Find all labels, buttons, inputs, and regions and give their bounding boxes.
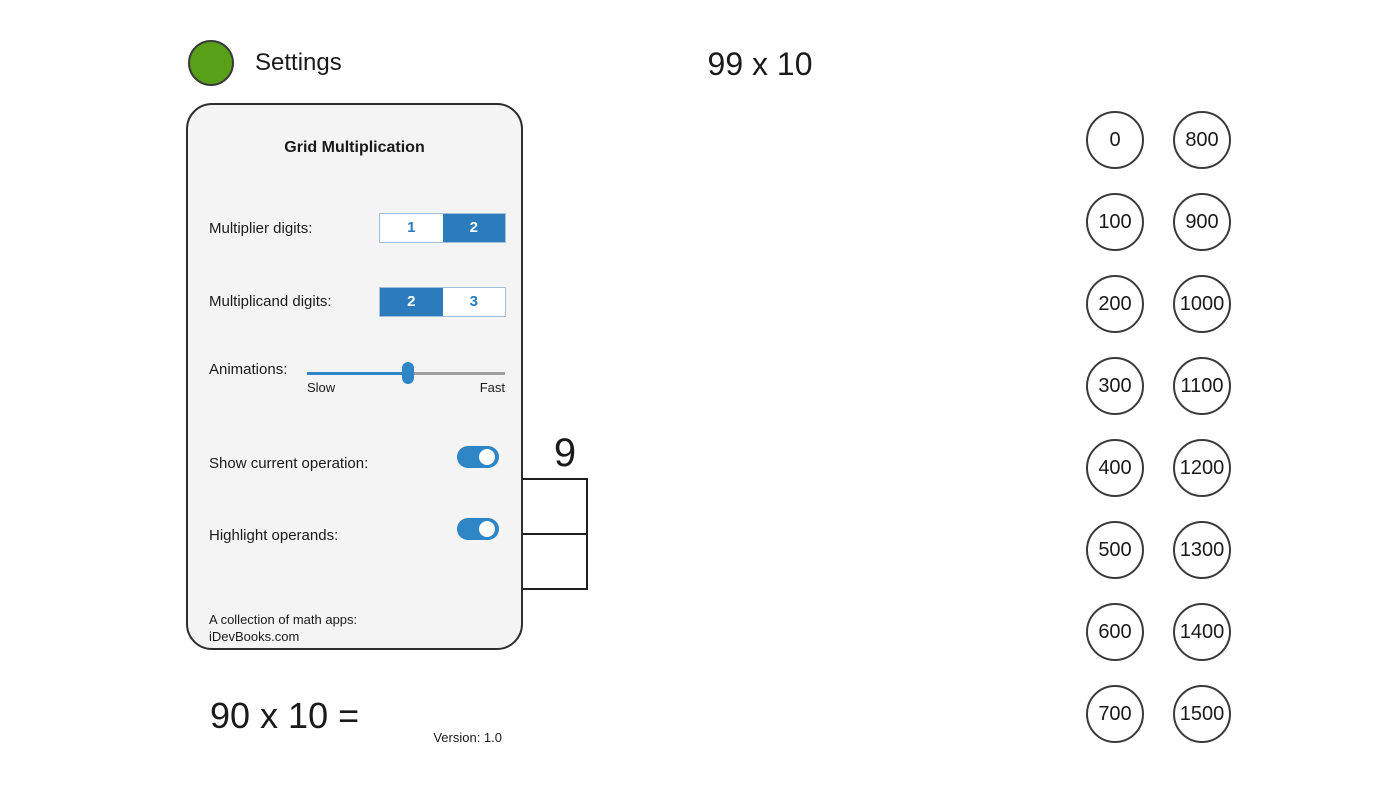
settings-title: Settings (255, 49, 342, 76)
answer-choice-1400[interactable]: 1400 (1173, 603, 1231, 661)
bottom-equation-text: 90 x 10 = (210, 695, 360, 736)
settings-indicator-icon[interactable] (188, 40, 234, 86)
answer-choice-900[interactable]: 900 (1173, 193, 1231, 251)
toggle-knob (479, 449, 495, 465)
version-text: Version: 1.0 (433, 730, 502, 745)
answer-choice-1000[interactable]: 1000 (1173, 275, 1231, 333)
answer-choice-300[interactable]: 300 (1086, 357, 1144, 415)
footer-collection-text: A collection of math apps: (209, 612, 358, 627)
show-current-operation-toggle[interactable] (457, 446, 499, 468)
answer-choice-400[interactable]: 400 (1086, 439, 1144, 497)
toggle-knob (479, 521, 495, 537)
footer-site-text: iDevBooks.com (209, 629, 300, 644)
show-current-operation-label: Show current operation: (209, 455, 369, 472)
answer-choices-left-column: 0 100 200 300 400 500 600 700 (1086, 111, 1144, 743)
highlight-operands-label: Highlight operands: (209, 527, 339, 544)
slider-thumb[interactable] (401, 362, 414, 384)
answer-choice-1200[interactable]: 1200 (1173, 439, 1231, 497)
slider-max-label: Fast (479, 380, 505, 395)
answer-choice-0[interactable]: 0 (1086, 111, 1144, 169)
current-operation-text: 99 x 10 (707, 46, 813, 82)
settings-panel: Grid Multiplication Multiplier digits: 1… (186, 103, 523, 745)
grid-column-header: 9 (553, 431, 577, 475)
highlight-operands-toggle[interactable] (457, 518, 499, 540)
animations-label: Animations: (209, 361, 288, 378)
multiplier-digits-segmented-control: 1 2 (379, 213, 506, 243)
panel-title: Grid Multiplication (284, 139, 425, 156)
answer-choice-600[interactable]: 600 (1086, 603, 1144, 661)
answer-choice-500[interactable]: 500 (1086, 521, 1144, 579)
answer-choice-700[interactable]: 700 (1086, 685, 1144, 743)
multiplicand-digits-option-3[interactable]: 3 (442, 288, 505, 316)
multiplicand-digits-option-2[interactable]: 2 (380, 288, 443, 316)
animations-slider[interactable]: Slow Fast (307, 360, 505, 396)
slider-min-label: Slow (307, 380, 336, 395)
answer-choice-200[interactable]: 200 (1086, 275, 1144, 333)
multiplicand-digits-segmented-control: 2 3 (379, 287, 506, 317)
slider-fill (307, 372, 408, 375)
answer-choice-800[interactable]: 800 (1173, 111, 1231, 169)
multiplicand-digits-label: Multiplicand digits: (209, 293, 332, 310)
multiplier-digits-option-1[interactable]: 1 (380, 214, 443, 242)
answer-choice-1500[interactable]: 1500 (1173, 685, 1231, 743)
multiplier-digits-label: Multiplier digits: (209, 220, 313, 237)
answer-choice-1300[interactable]: 1300 (1173, 521, 1231, 579)
answer-choice-100[interactable]: 100 (1086, 193, 1144, 251)
multiplier-digits-option-2[interactable]: 2 (442, 214, 505, 242)
answer-choice-1100[interactable]: 1100 (1173, 357, 1231, 415)
answer-choices-right-column: 800 900 1000 1100 1200 1300 1400 1500 (1173, 111, 1231, 743)
